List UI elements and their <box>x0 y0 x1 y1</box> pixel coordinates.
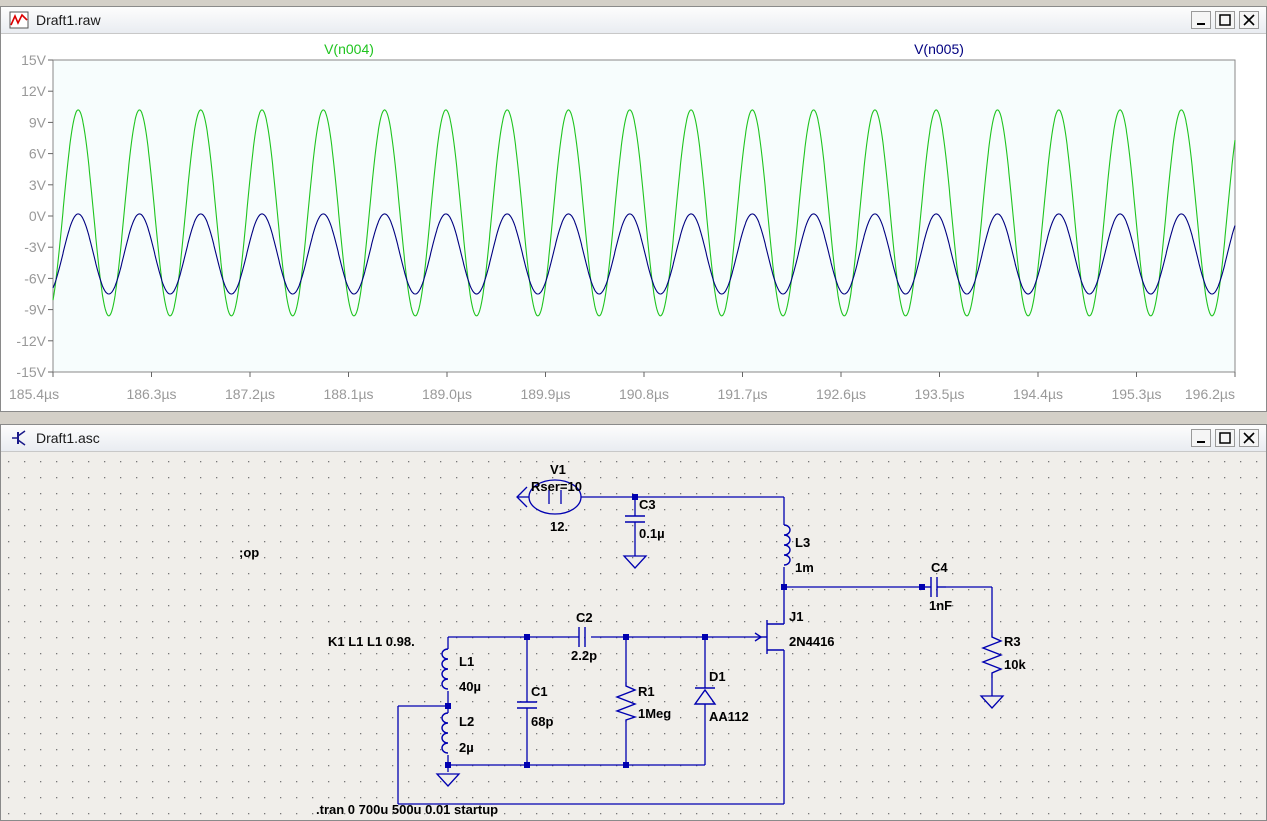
waveform-content: 15V 12V 9V 6V 3V 0V -3V -6V -9V -12V -15V 185.4µs 18… <box>1 34 1266 411</box>
j1-name: J1 <box>789 609 803 624</box>
y-tick-label: 12V <box>21 83 47 99</box>
y-tick-label: 6V <box>29 146 47 162</box>
c2-name: C2 <box>576 610 593 625</box>
y-tick-label: 3V <box>29 177 47 193</box>
l2-name: L2 <box>459 714 474 729</box>
v1-name: V1 <box>550 462 566 477</box>
junction-dots <box>445 494 925 768</box>
y-tick-label: -6V <box>24 270 46 286</box>
schematic-canvas[interactable]: V1 Rser=10 12. C3 0.1µ L3 1m C4 1nF R3 1… <box>1 452 1266 820</box>
close-button[interactable] <box>1239 11 1259 29</box>
c2-value: 2.2p <box>571 648 597 663</box>
k1-directive[interactable]: K1 L1 L1 0.98. <box>328 634 415 649</box>
v1-voltage-source[interactable] <box>516 479 582 515</box>
d1-value: AA112 <box>709 709 749 724</box>
y-tick-label: 0V <box>29 208 47 224</box>
maximize-button[interactable] <box>1215 11 1235 29</box>
x-tick-label: 192.6µs <box>816 386 866 402</box>
l1-name: L1 <box>459 654 474 669</box>
x-tick-label: 186.3µs <box>126 386 176 402</box>
c3-capacitor[interactable] <box>625 515 645 523</box>
d1-diode[interactable] <box>693 687 717 705</box>
c1-value: 68p <box>531 714 553 729</box>
schematic-titlebar[interactable]: Draft1.asc <box>1 425 1266 452</box>
waveform-chart[interactable]: 15V 12V 9V 6V 3V 0V -3V -6V -9V -12V -15V 185.4µs 18… <box>1 34 1266 411</box>
series-legend-label: V(n004) <box>324 41 374 57</box>
series-line <box>52 109 1236 317</box>
x-tick-label: 185.4µs <box>9 386 59 402</box>
x-tick-label: 190.8µs <box>619 386 669 402</box>
c3-name: C3 <box>639 497 656 512</box>
l3-inductor[interactable] <box>783 524 791 566</box>
y-tick-label: -9V <box>24 302 46 318</box>
series-legend-label: V(n005) <box>914 41 964 57</box>
c3-value: 0.1µ <box>639 526 665 541</box>
plot-area <box>52 59 1236 373</box>
l2-inductor[interactable] <box>441 712 449 754</box>
schematic-drawing[interactable]: V1 Rser=10 12. C3 0.1µ L3 1m C4 1nF R3 1… <box>1 452 1266 820</box>
close-button[interactable] <box>1239 429 1259 447</box>
y-tick-label: 15V <box>21 52 47 68</box>
minimize-button[interactable] <box>1191 11 1211 29</box>
x-tick-label: 187.2µs <box>225 386 275 402</box>
y-tick-label: -12V <box>16 333 46 349</box>
d1-name: D1 <box>709 669 726 684</box>
waveform-titlebar[interactable]: Draft1.raw <box>1 7 1266 34</box>
x-tick-label: 196.2µs <box>1185 386 1235 402</box>
x-tick-label: 189.0µs <box>422 386 472 402</box>
y-tick-label: -3V <box>24 239 46 255</box>
r3-name: R3 <box>1004 634 1021 649</box>
r1-value: 1Meg <box>638 706 671 721</box>
x-tick-label: 195.3µs <box>1111 386 1161 402</box>
x-tick-label: 189.9µs <box>520 386 570 402</box>
l1-inductor[interactable] <box>441 648 449 690</box>
j1-value: 2N4416 <box>789 634 835 649</box>
c4-value: 1nF <box>929 598 952 613</box>
j1-jfet[interactable] <box>754 610 785 654</box>
minimize-button[interactable] <box>1191 429 1211 447</box>
op-directive[interactable]: ;op <box>239 545 259 560</box>
l2-value: 2µ <box>459 740 474 755</box>
r1-name: R1 <box>638 684 655 699</box>
waveform-window: Draft1.raw 15V 12V 9V 6V 3V 0V -3V -6V -9V -12V -1… <box>0 6 1267 412</box>
schematic-window-title: Draft1.asc <box>36 430 100 446</box>
r1-resistor[interactable] <box>614 682 638 722</box>
waveform-app-icon <box>9 11 29 29</box>
x-tick-label: 193.5µs <box>914 386 964 402</box>
l3-value: 1m <box>795 560 814 575</box>
ground-icon <box>435 773 461 787</box>
c2-capacitor[interactable] <box>578 627 586 647</box>
v1-value: 12. <box>550 519 568 534</box>
schematic-app-icon <box>12 430 26 446</box>
c4-name: C4 <box>931 560 948 575</box>
x-tick-label: 191.7µs <box>717 386 767 402</box>
x-tick-label: 194.4µs <box>1013 386 1063 402</box>
ground-icon <box>622 555 648 569</box>
c1-name: C1 <box>531 684 548 699</box>
maximize-button[interactable] <box>1215 429 1235 447</box>
x-tick-label: 188.1µs <box>323 386 373 402</box>
waveform-window-title: Draft1.raw <box>36 12 101 28</box>
series-line <box>52 213 1236 295</box>
c1-capacitor[interactable] <box>517 701 537 709</box>
wires <box>397 496 993 805</box>
schematic-window: Draft1.asc <box>0 424 1267 821</box>
y-tick-label: -15V <box>16 364 46 380</box>
y-tick-label: 9V <box>29 114 47 130</box>
c4-capacitor[interactable] <box>922 577 946 597</box>
tran-directive[interactable]: .tran 0 700u 500u 0.01 startup <box>316 802 498 817</box>
r3-resistor[interactable] <box>981 632 1003 678</box>
l3-name: L3 <box>795 535 810 550</box>
ground-icon <box>979 695 1005 709</box>
l1-value: 40µ <box>459 679 481 694</box>
r3-value: 10k <box>1004 657 1026 672</box>
v1-rser: Rser=10 <box>531 479 582 494</box>
